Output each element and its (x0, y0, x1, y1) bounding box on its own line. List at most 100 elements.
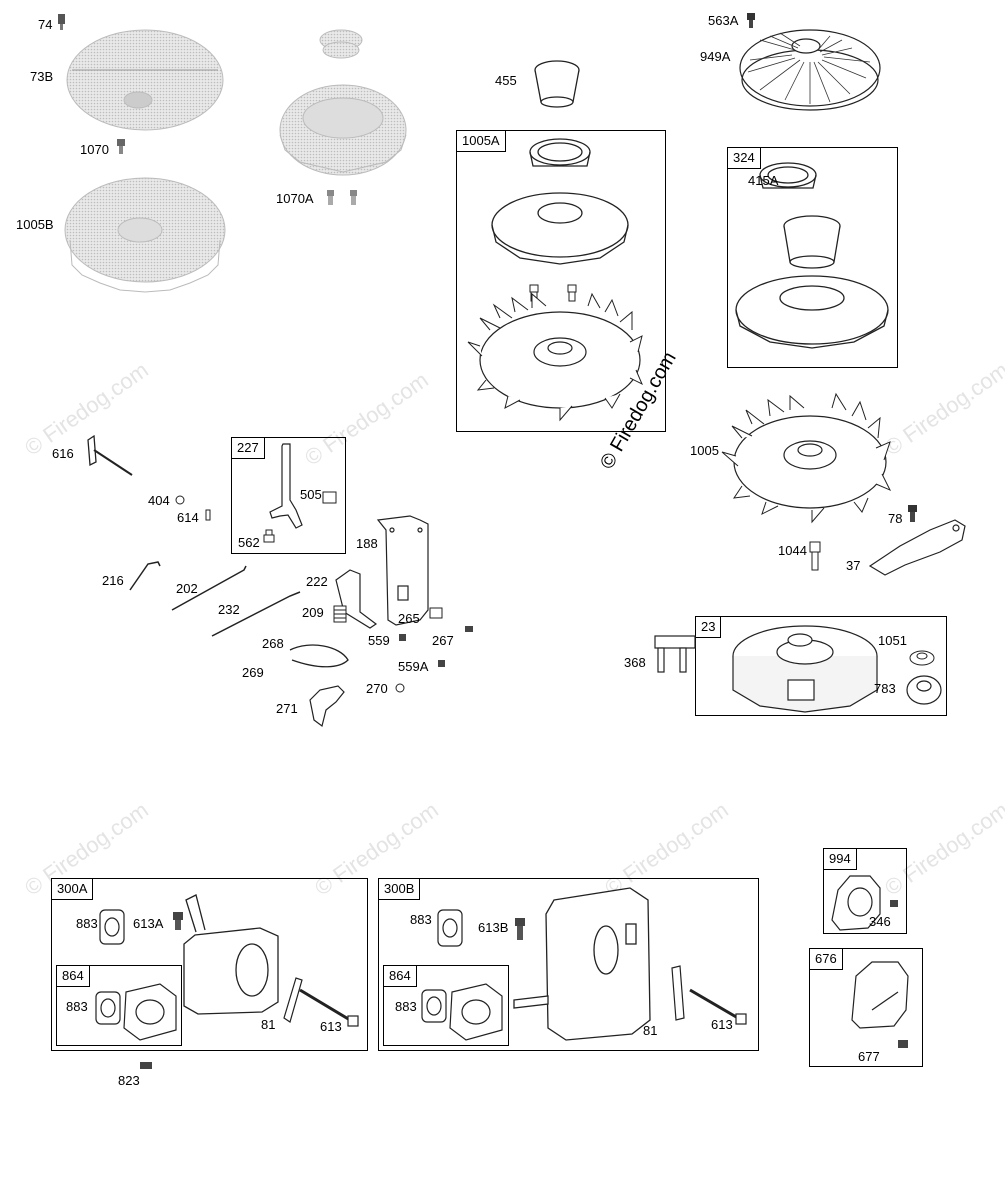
ignition-armature-368 (654, 635, 696, 673)
label-883-c: 883 (410, 912, 432, 927)
flywheel-1005B (64, 177, 226, 293)
fan-1005 (721, 392, 892, 524)
muffler-300A (183, 894, 279, 1015)
label-1044: 1044 (778, 543, 807, 558)
label-265: 265 (398, 611, 420, 626)
label-613-a: 613 (320, 1019, 342, 1034)
screw-613A (173, 912, 183, 930)
seal-1005A (529, 138, 591, 167)
label-269: 269 (242, 665, 264, 680)
fan-guard-949A (739, 29, 881, 111)
label-346: 346 (869, 914, 891, 929)
box-tag: 864 (57, 966, 90, 987)
screw-78 (908, 505, 917, 522)
bracket-271 (309, 685, 345, 728)
cup-455 (534, 60, 580, 108)
bolt-1044 (809, 541, 821, 571)
fan-1005A (467, 292, 643, 422)
label-216: 216 (102, 573, 124, 588)
pin-614 (205, 509, 211, 521)
label-270: 270 (366, 681, 388, 696)
screws-1070A (327, 190, 357, 205)
box-676: 676 (809, 948, 923, 1067)
label-783: 783 (874, 681, 896, 696)
gear-783 (906, 675, 942, 705)
label-1005: 1005 (690, 443, 719, 458)
label-209: 209 (302, 605, 324, 620)
gasket-883-d (421, 989, 447, 1023)
screw-346 (890, 900, 898, 907)
screen-324 (735, 275, 889, 349)
label-505: 505 (300, 487, 322, 502)
muffler-300B (513, 887, 651, 1041)
cable-232 (211, 591, 301, 637)
label-267: 267 (432, 633, 454, 648)
screw-562 (263, 529, 275, 543)
box-tag: 300B (379, 879, 421, 900)
box-864-b: 864 (383, 965, 509, 1046)
box-tag: 23 (696, 617, 722, 638)
screw-559 (399, 634, 406, 641)
label-78: 78 (888, 511, 903, 526)
screw-267 (465, 626, 473, 632)
screw-563A (747, 13, 755, 28)
screw-559A (438, 660, 445, 667)
box-300A: 300A (51, 878, 368, 1051)
label-202: 202 (176, 581, 198, 596)
guard-994 (831, 875, 881, 931)
nut-1051 (909, 650, 935, 666)
box-tag: 1005A (457, 131, 506, 152)
label-188: 188 (356, 536, 378, 551)
box-tag: 300A (52, 879, 94, 900)
rod-202 (171, 565, 247, 611)
label-563A: 563A (708, 13, 739, 28)
washer-404 (175, 495, 185, 505)
label-455: 455 (495, 73, 517, 88)
screw-677 (898, 1040, 908, 1048)
label-415A: 415A (748, 173, 779, 188)
label-222: 222 (306, 574, 328, 589)
link-616 (87, 434, 133, 476)
clip-265 (429, 607, 443, 619)
label-1070A: 1070A (276, 191, 314, 206)
strap-81-a (283, 977, 303, 1023)
label-73B: 73B (30, 69, 54, 84)
spring-209 (333, 605, 347, 623)
label-232: 232 (218, 602, 240, 617)
box-tag: 324 (728, 148, 761, 169)
adapter-864-b (449, 983, 503, 1041)
label-883-b: 883 (66, 999, 88, 1014)
label-1051: 1051 (878, 633, 907, 648)
cup-324 (783, 215, 841, 269)
cable-268 (289, 644, 349, 668)
gasket-883-b (95, 991, 121, 1025)
screw-1070 (117, 139, 125, 154)
label-74: 74 (38, 17, 53, 32)
box-tag: 227 (232, 438, 265, 459)
cup-1070A-top (319, 29, 363, 59)
screen-1005A (491, 192, 629, 265)
label-268: 268 (262, 636, 284, 651)
gasket-883-a (99, 909, 125, 945)
guard-676 (851, 961, 909, 1029)
label-37: 37 (846, 558, 861, 573)
label-562: 562 (238, 535, 260, 550)
nut-270 (395, 683, 405, 693)
bracket-188 (376, 515, 429, 626)
label-559: 559 (368, 633, 390, 648)
box-23: 23 (695, 616, 947, 716)
label-677: 677 (858, 1049, 880, 1064)
screw-823 (140, 1062, 152, 1069)
box-tag: 864 (384, 966, 417, 987)
seal-415A (759, 162, 817, 189)
label-613B: 613B (478, 920, 509, 935)
box-300B: 300B (378, 878, 759, 1051)
label-559A: 559A (398, 659, 429, 674)
screw-74 (58, 14, 65, 30)
bracket-222 (335, 569, 378, 629)
label-1005B: 1005B (16, 217, 54, 232)
label-883-d: 883 (395, 999, 417, 1014)
rotating-screen-1070A (279, 84, 407, 176)
shroud-73B (66, 29, 224, 131)
